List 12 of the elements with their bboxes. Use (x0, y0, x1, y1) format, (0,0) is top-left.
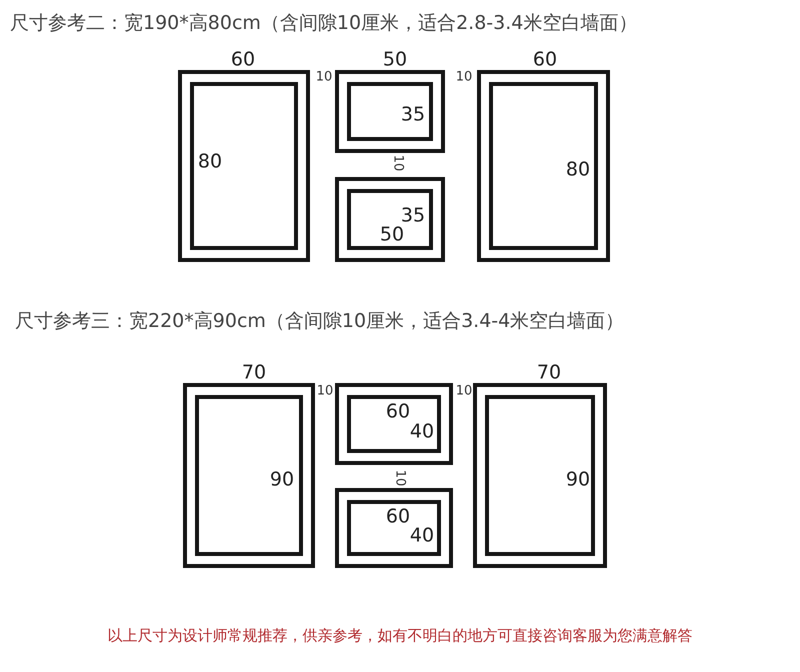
picture-frame (335, 383, 453, 465)
gap-dimension: 10 (316, 70, 332, 84)
section-heading: 尺寸参考三：宽220*高90cm（含间隙10厘米，适合3.4-4米空白墙面） (15, 312, 624, 331)
picture-frame (335, 177, 445, 262)
gap-dimension: 10 (392, 154, 404, 172)
gap-dimension: 10 (456, 384, 472, 398)
picture-frame (335, 488, 453, 568)
section-heading: 尺寸参考二：宽190*高80cm（含间隙10厘米，适合2.8-3.4米空白墙面） (10, 14, 638, 33)
gap-dimension: 10 (316, 384, 334, 398)
note-text: 以上尺寸为设计师常规推荐，供亲参考，如有不明白的地方可直接咨询客服为您满意解答 (108, 628, 692, 644)
gap-dimension: 10 (394, 470, 406, 486)
gap-dimension: 10 (456, 70, 472, 84)
